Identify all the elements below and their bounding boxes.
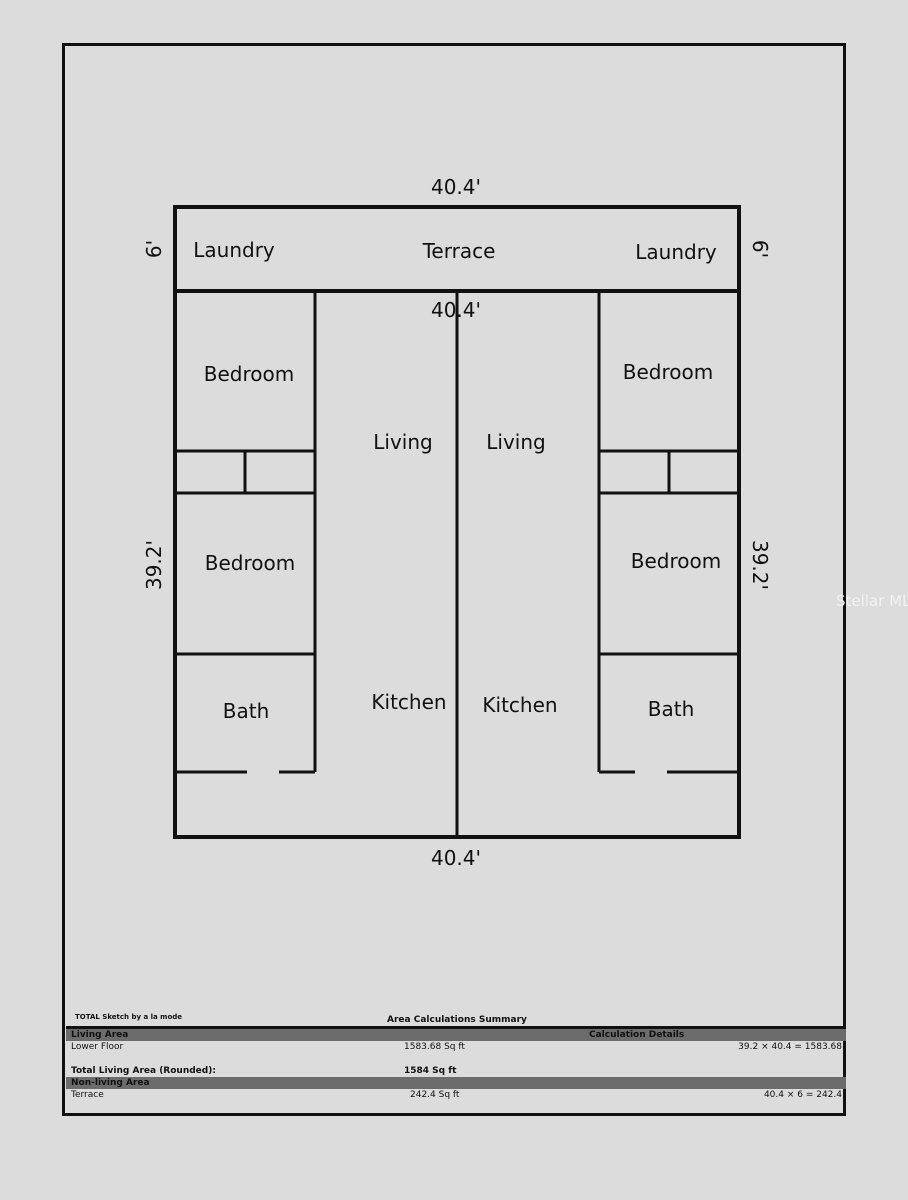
total-row: Total Living Area (Rounded): 1584 Sq ft — [66, 1065, 846, 1077]
living-area-header-row: Living Area Calculation Details — [66, 1029, 846, 1041]
lower-floor-area: 1583.68 Sq ft — [404, 1042, 465, 1052]
dimension-terrace-left: 6' — [142, 239, 166, 259]
calc-details-header: Calculation Details — [589, 1030, 685, 1040]
dimension-terrace-bottom: 40.4' — [430, 298, 482, 322]
non-living-header: Non-living Area — [71, 1078, 150, 1088]
room-living-right: Living — [486, 430, 546, 454]
total-label: Total Living Area (Rounded): — [71, 1066, 216, 1076]
area-summary-table: Living Area Calculation Details Lower Fl… — [66, 1026, 846, 1101]
room-bath-right: Bath — [647, 697, 695, 721]
spacer-row — [66, 1053, 846, 1065]
dimension-right: 39.2' — [748, 539, 772, 591]
dimension-terrace-right: 6' — [748, 239, 772, 259]
room-bedroom-left-top: Bedroom — [203, 362, 295, 386]
room-living-left: Living — [373, 430, 433, 454]
total-value: 1584 Sq ft — [404, 1066, 457, 1076]
lower-floor-label: Lower Floor — [71, 1042, 124, 1052]
terrace-row: Terrace 242.4 Sq ft 40.4 × 6 = 242.4 — [66, 1089, 846, 1101]
lower-floor-calc: 39.2 × 40.4 = 1583.68 — [738, 1042, 842, 1052]
room-laundry-left: Laundry — [193, 238, 275, 262]
terrace-calc: 40.4 × 6 = 242.4 — [763, 1090, 842, 1100]
sheet-border — [62, 43, 846, 1116]
room-laundry-right: Laundry — [635, 240, 717, 264]
lower-floor-row: Lower Floor 1583.68 Sq ft 39.2 × 40.4 = … — [66, 1041, 846, 1053]
watermark: Stellar MLS — [836, 592, 908, 610]
terrace-label: Terrace — [71, 1090, 104, 1100]
living-area-header: Living Area — [71, 1030, 129, 1040]
summary-title: Area Calculations Summary — [387, 1015, 527, 1025]
dimension-left: 39.2' — [142, 539, 166, 591]
room-kitchen-right: Kitchen — [482, 693, 558, 717]
sketch-credit: TOTAL Sketch by a la mode — [75, 1013, 183, 1021]
room-bedroom-right-bottom: Bedroom — [630, 549, 722, 573]
room-bath-left: Bath — [222, 699, 270, 723]
non-living-header-row: Non-living Area — [66, 1077, 846, 1089]
terrace-area: 242.4 Sq ft — [410, 1090, 460, 1100]
room-bedroom-left-bottom: Bedroom — [204, 551, 296, 575]
room-bedroom-right-top: Bedroom — [622, 360, 714, 384]
room-kitchen-left: Kitchen — [371, 690, 447, 714]
dimension-top: 40.4' — [430, 175, 482, 199]
dimension-bottom: 40.4' — [430, 846, 482, 870]
room-terrace: Terrace — [422, 239, 496, 263]
